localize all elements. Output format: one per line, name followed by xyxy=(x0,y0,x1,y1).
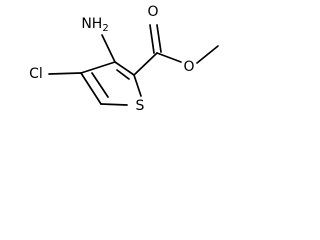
bond-c3-c2 xyxy=(114,61,135,76)
bond-c5-c4-inner xyxy=(91,72,109,98)
bond-c4-cl xyxy=(48,72,82,75)
atom-labels: NH2 Cl S O O xyxy=(29,4,194,114)
atom-label-ester-oxygen: O xyxy=(183,59,194,75)
bond-s-c5 xyxy=(100,103,128,106)
bond-c2-s xyxy=(133,74,142,97)
bond-carbonyl-o-a xyxy=(149,24,155,54)
molecule-structure: NH2 Cl S O O xyxy=(29,4,219,114)
bond-c3-n xyxy=(101,34,116,63)
bond-c2-carbonyl xyxy=(133,52,158,76)
atom-label-sulfur: S xyxy=(136,98,145,114)
bond-carbonyl-oester xyxy=(156,52,182,63)
bond-c3-c2-inner xyxy=(116,69,130,80)
bond-c4-c3 xyxy=(80,61,116,74)
atom-label-carbonyl-oxygen: O xyxy=(147,4,158,20)
atom-label-chlorine: Cl xyxy=(29,66,43,82)
bond-carbonyl-o-b xyxy=(156,24,162,53)
bonds xyxy=(48,24,219,106)
bond-oester-methyl xyxy=(196,45,219,64)
bond-c5-c4 xyxy=(80,72,102,105)
atom-label-amino: NH2 xyxy=(81,16,108,34)
